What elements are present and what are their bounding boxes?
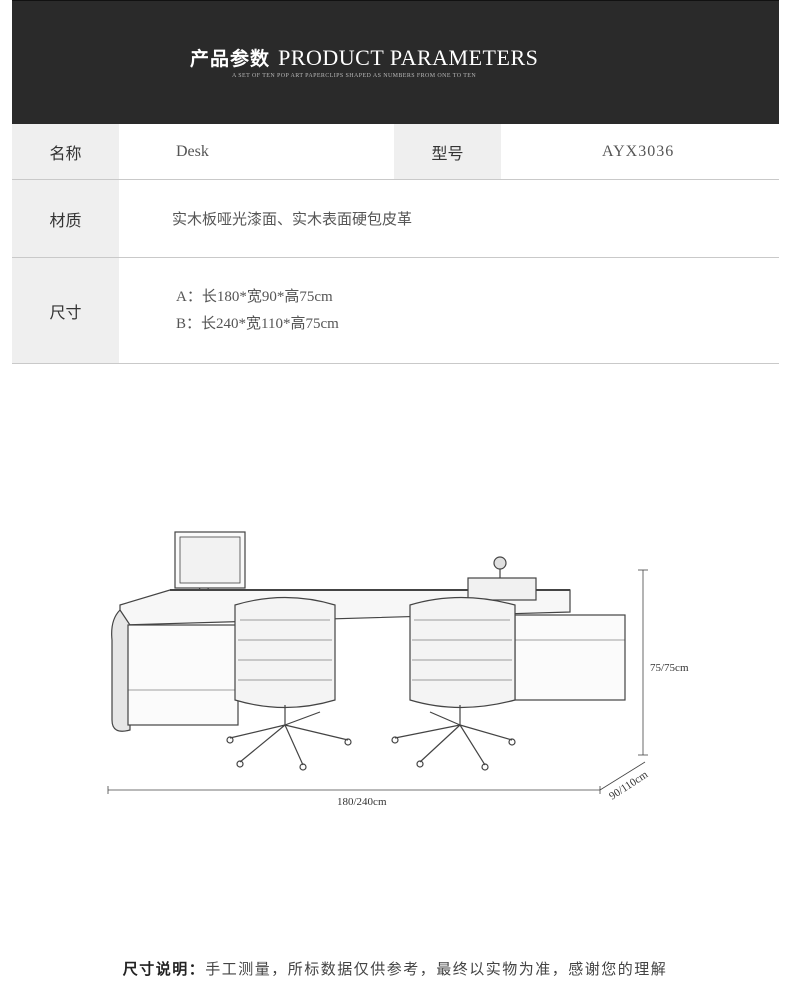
chair-left-icon: [226, 596, 352, 771]
params-row-size: 尺寸 A：长180*宽90*高75cm B：长240*宽110*高75cm: [12, 258, 779, 364]
left-pedestal: [127, 624, 239, 726]
height-dim-label: 75/75cm: [650, 662, 689, 674]
model-label: 型号: [394, 124, 501, 179]
model-value: AYX3036: [602, 142, 675, 160]
params-row-material: 材质 实木板哑光漆面、实木表面硬包皮革: [12, 180, 779, 258]
page-header: 产品参数 PRODUCT PARAMETERS A SET OF TEN POP…: [12, 0, 779, 124]
depth-dim-line: [599, 761, 646, 791]
name-label: 名称: [12, 124, 119, 179]
material-value: 实木板哑光漆面、实木表面硬包皮革: [172, 210, 413, 228]
size-label: 尺寸: [12, 258, 119, 363]
header-title-cn: 产品参数: [190, 48, 271, 70]
length-dim-label: 180/240cm: [337, 796, 387, 808]
name-value: Desk: [176, 142, 209, 160]
params-row-name: 名称 Desk 型号 AYX3036: [12, 124, 779, 180]
size-values: A：长180*宽90*高75cm B：长240*宽110*高75cm: [176, 258, 339, 363]
size-note-text: 手工测量，所标数据仅供参考，最终以实物为准，感谢您的理解: [205, 960, 668, 978]
ornament-icon: [493, 556, 507, 570]
header-title: 产品参数 PRODUCT PARAMETERS: [190, 44, 538, 71]
header-title-en: PRODUCT PARAMETERS: [278, 45, 539, 70]
depth-dim-label: 90/110cm: [607, 768, 650, 802]
material-label: 材质: [12, 180, 119, 257]
size-note: 尺寸说明：手工测量，所标数据仅供参考，最终以实物为准，感谢您的理解: [0, 958, 790, 979]
chair-right-icon: [391, 596, 516, 771]
desk-illustration: 75/75cm 180/240cm 90/110cm: [107, 531, 689, 808]
desk-box: [467, 577, 537, 601]
right-pedestal: [514, 614, 626, 701]
size-a: A：长180*宽90*高75cm: [176, 288, 333, 305]
size-note-label: 尺寸说明：: [122, 960, 206, 978]
params-table: 名称 Desk 型号 AYX3036 材质 实木板哑光漆面、实木表面硬包皮革 尺…: [12, 124, 779, 364]
size-b: B：长240*宽110*高75cm: [176, 315, 339, 332]
header-subtitle: A SET OF TEN POP ART PAPERCLIPS SHAPED A…: [232, 73, 477, 79]
